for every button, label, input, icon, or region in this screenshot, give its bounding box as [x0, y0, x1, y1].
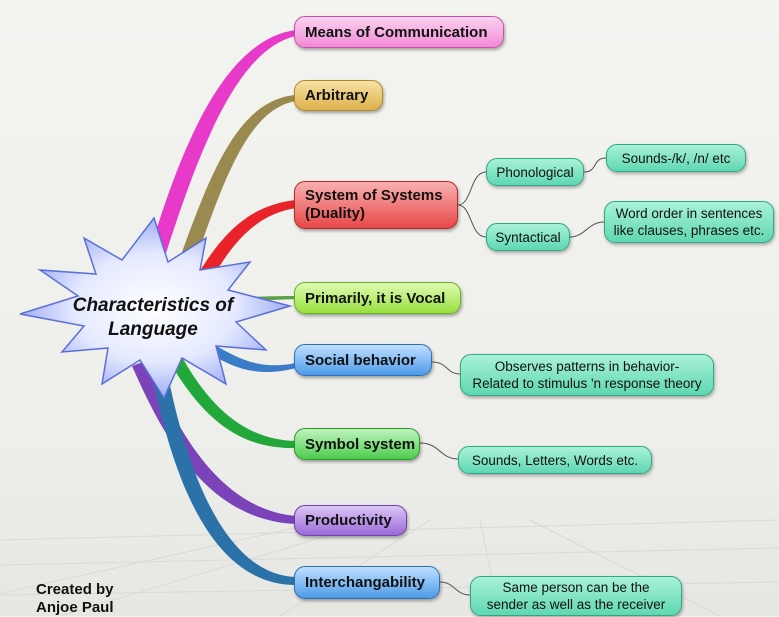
- topic-means-of-communication[interactable]: Means of Communication: [294, 16, 504, 48]
- branch-productivity: [132, 360, 296, 524]
- topic-system-of-systems[interactable]: System of Systems (Duality): [294, 181, 458, 229]
- topic-system-of-systems-line2: (Duality): [305, 205, 365, 222]
- center-topic-line2: Language: [108, 319, 198, 340]
- credit-line1: Created by: [36, 581, 114, 598]
- topic-system-of-systems-line1: System of Systems: [305, 187, 443, 204]
- subtopic-phonological[interactable]: Phonological: [486, 158, 584, 186]
- branch-arbitrary: [170, 95, 296, 287]
- detail-interchangability[interactable]: Same person can be the sender as well as…: [470, 576, 682, 616]
- topic-symbol-system[interactable]: Symbol system: [294, 428, 420, 460]
- connector-syntactical: [457, 204, 487, 238]
- connector-syntactical-detail: [569, 221, 605, 238]
- connector-interchange-detail: [439, 581, 471, 596]
- topic-arbitrary[interactable]: Arbitrary: [294, 80, 383, 111]
- topic-productivity[interactable]: Productivity: [294, 505, 407, 536]
- detail-social-line2: Related to stimulus 'n response theory: [472, 376, 702, 391]
- topic-productivity-label: Productivity: [305, 512, 392, 529]
- center-star-shape: [19, 216, 293, 400]
- topic-symbol-system-label: Symbol system: [305, 435, 416, 453]
- topic-arbitrary-label: Arbitrary: [305, 87, 369, 104]
- topic-interchangability[interactable]: Interchangability: [294, 566, 440, 599]
- detail-interchange-line1: Same person can be the: [502, 580, 650, 595]
- detail-social-behavior[interactable]: Observes patterns in behavior- Related t…: [460, 354, 714, 396]
- detail-symbol-text: Sounds, Letters, Words etc.: [471, 452, 639, 468]
- center-topic-line1: Characteristics of: [72, 295, 234, 316]
- subtopic-syntactical[interactable]: Syntactical: [486, 223, 570, 251]
- topic-means-of-communication-label: Means of Communication: [305, 23, 488, 41]
- topic-social-behavior[interactable]: Social behavior: [294, 344, 432, 376]
- detail-syntactical-line1: Word order in sentences: [615, 206, 763, 221]
- detail-phonological[interactable]: Sounds-/k/, /n/ etc: [606, 144, 746, 172]
- detail-symbol-system[interactable]: Sounds, Letters, Words etc.: [458, 446, 652, 474]
- connector-social-detail: [431, 361, 461, 375]
- detail-phonological-text: Sounds-/k/, /n/ etc: [621, 150, 731, 166]
- detail-syntactical[interactable]: Word order in sentences like clauses, ph…: [604, 201, 774, 243]
- subtopic-syntactical-label: Syntactical: [495, 229, 561, 245]
- topic-primarily-vocal[interactable]: Primarily, it is Vocal: [294, 282, 461, 314]
- topic-interchangability-label: Interchangability: [305, 574, 426, 591]
- detail-interchange-line2: sender as well as the receiver: [486, 597, 666, 612]
- connector-phonological: [457, 171, 487, 206]
- branch-symbol-system: [166, 350, 296, 449]
- subtopic-phonological-label: Phonological: [496, 164, 574, 180]
- topic-social-behavior-label: Social behavior: [305, 351, 416, 369]
- topic-primarily-vocal-label: Primarily, it is Vocal: [305, 289, 446, 307]
- credit-line2: Anjoe Paul: [36, 599, 114, 616]
- author-credit: Created by Anjoe Paul: [36, 581, 114, 617]
- detail-social-line1: Observes patterns in behavior-: [494, 359, 680, 374]
- center-topic[interactable]: Characteristics of Language: [58, 294, 248, 342]
- connector-phonological-detail: [583, 157, 607, 173]
- connector-symbol-detail: [419, 442, 459, 460]
- detail-syntactical-line2: like clauses, phrases etc.: [613, 223, 765, 238]
